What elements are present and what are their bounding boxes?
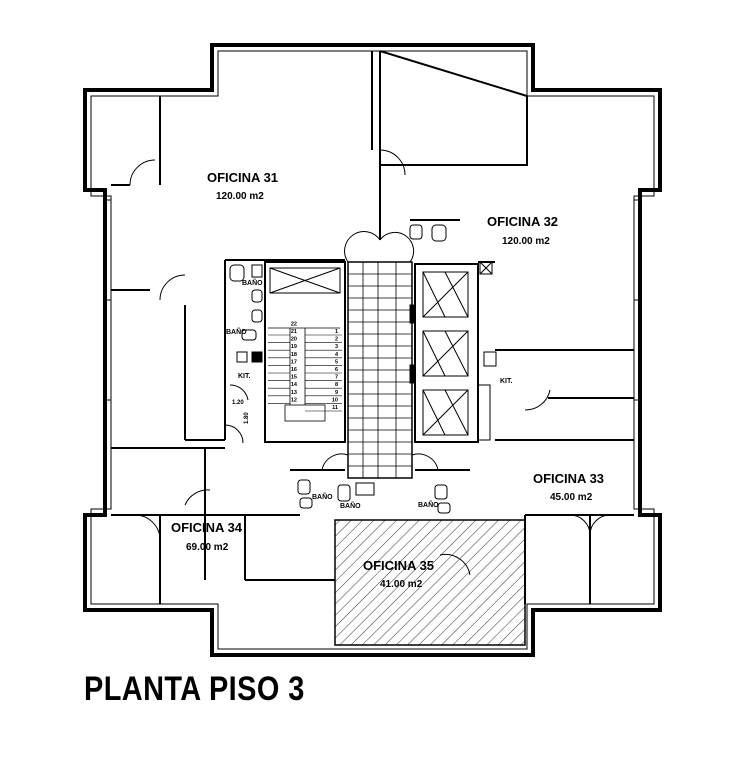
stair-step-number: 2 — [335, 337, 338, 343]
door-swings — [129, 149, 611, 576]
stair-step-number: 17 — [291, 359, 297, 365]
office-32-name: OFICINA 32 — [487, 214, 558, 229]
bathroom-label: BAÑO — [418, 500, 439, 509]
stair-step-number: 6 — [335, 367, 338, 373]
restroom-fixtures — [229, 224, 497, 514]
stair-step-number: 7 — [335, 375, 338, 381]
stair-step-number: 19 — [291, 344, 297, 350]
office-31-area: 120.00 m2 — [216, 191, 264, 202]
kitchen-label: KIT. — [500, 378, 513, 385]
dimension-width: 1.20 — [232, 400, 244, 406]
office-34-name: OFICINA 34 — [171, 520, 243, 535]
stair-step-number: 3 — [335, 344, 338, 350]
stair-step-number: 8 — [335, 382, 338, 388]
office-31-name: OFICINA 31 — [207, 170, 278, 185]
stair-step-number: 16 — [291, 367, 297, 373]
stair-step-number: 12 — [291, 397, 297, 403]
dimension-height: 1.80 — [244, 412, 250, 424]
stair-step-number: 14 — [291, 382, 298, 388]
stair-step-number: 4 — [335, 352, 339, 358]
stair-step-number: 1 — [335, 329, 338, 335]
stair-step-number: 18 — [291, 352, 297, 358]
stair-step-number: 21 — [291, 329, 297, 335]
bathroom-label: BAÑO — [340, 501, 361, 510]
room-labels: OFICINA 31 120.00 m2 OFICINA 32 120.00 m… — [171, 170, 604, 590]
stair-step-number: 5 — [335, 359, 338, 365]
corridor-grid — [347, 261, 413, 479]
stair-step-number: 10 — [332, 397, 338, 403]
office-35-area: 41.00 m2 — [380, 579, 423, 590]
exterior-walls — [83, 43, 662, 657]
office-33-name: OFICINA 33 — [533, 471, 604, 486]
bathroom-label: BAÑO — [226, 327, 247, 336]
office-34-area: 69.00 m2 — [186, 542, 229, 553]
stair-step-number: 20 — [291, 337, 297, 343]
stair-step-number: 9 — [335, 390, 338, 396]
office-35-name: OFICINA 35 — [363, 558, 434, 573]
stair-step-number: 11 — [332, 405, 338, 411]
office-33-area: 45.00 m2 — [550, 492, 593, 503]
plan-title: PLANTA PISO 3 — [84, 670, 305, 708]
office-32-area: 120.00 m2 — [502, 236, 550, 247]
stair-step-number: 13 — [291, 390, 297, 396]
window-marks — [105, 199, 640, 401]
stair-step-number: 15 — [291, 375, 297, 381]
bathroom-label: BAÑO — [312, 492, 333, 501]
stairwell — [264, 261, 346, 443]
kitchen-label: KIT. — [238, 373, 251, 380]
interior-walls — [111, 50, 634, 604]
bathroom-label: BAÑO — [242, 278, 263, 287]
stair-step-number: 22 — [291, 321, 297, 327]
elevators — [409, 261, 493, 443]
office-35-hatch — [334, 519, 526, 646]
